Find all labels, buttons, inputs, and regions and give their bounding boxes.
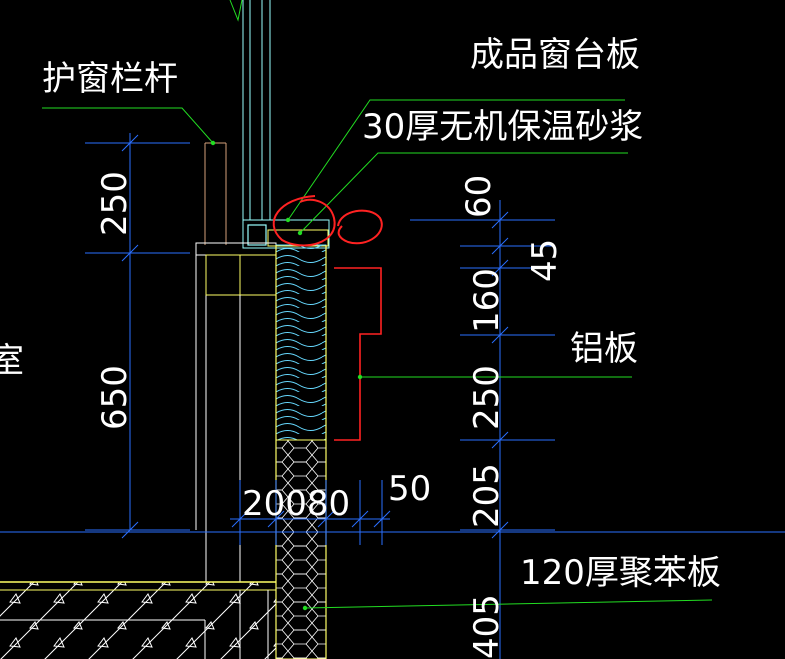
insulation-column (275, 244, 327, 659)
railing-post (204, 142, 227, 245)
aluminum-label: 铝板 (570, 329, 638, 369)
dim-right-60: 60 (459, 175, 499, 218)
floor-slab (0, 531, 785, 659)
leader-dots (210, 140, 363, 611)
eps-board-label: 120厚聚苯板 (520, 553, 721, 593)
inner-wall (195, 242, 277, 583)
dim-bottom-50: 50 (388, 469, 431, 509)
red-markup (272, 195, 383, 247)
labels: 护窗栏杆 成品窗台板 30厚无机保温砂浆 铝板 120厚聚苯板 室 (0, 35, 721, 593)
leaders (42, 99, 713, 609)
mortar-label: 30厚无机保温砂浆 (362, 107, 643, 147)
dim-bottom-20080: 20080 (242, 484, 350, 524)
dim-right-250: 250 (467, 365, 507, 430)
dim-right-45: 45 (525, 239, 565, 282)
dim-right-160: 160 (467, 268, 507, 333)
dimension-text: 250 650 60 45 160 250 205 405 20080 50 (95, 171, 565, 659)
dim-right-205: 205 (467, 463, 507, 528)
railing-label: 护窗栏杆 (42, 59, 178, 99)
dimensions (85, 133, 555, 659)
room-fragment-label: 室 (0, 341, 24, 381)
dim-right-405: 405 (467, 594, 507, 659)
sill-board-label: 成品窗台板 (470, 35, 640, 75)
dim-left-top: 250 (95, 171, 135, 236)
aluminum-profile (334, 267, 382, 441)
dim-left-bottom: 650 (95, 365, 135, 430)
